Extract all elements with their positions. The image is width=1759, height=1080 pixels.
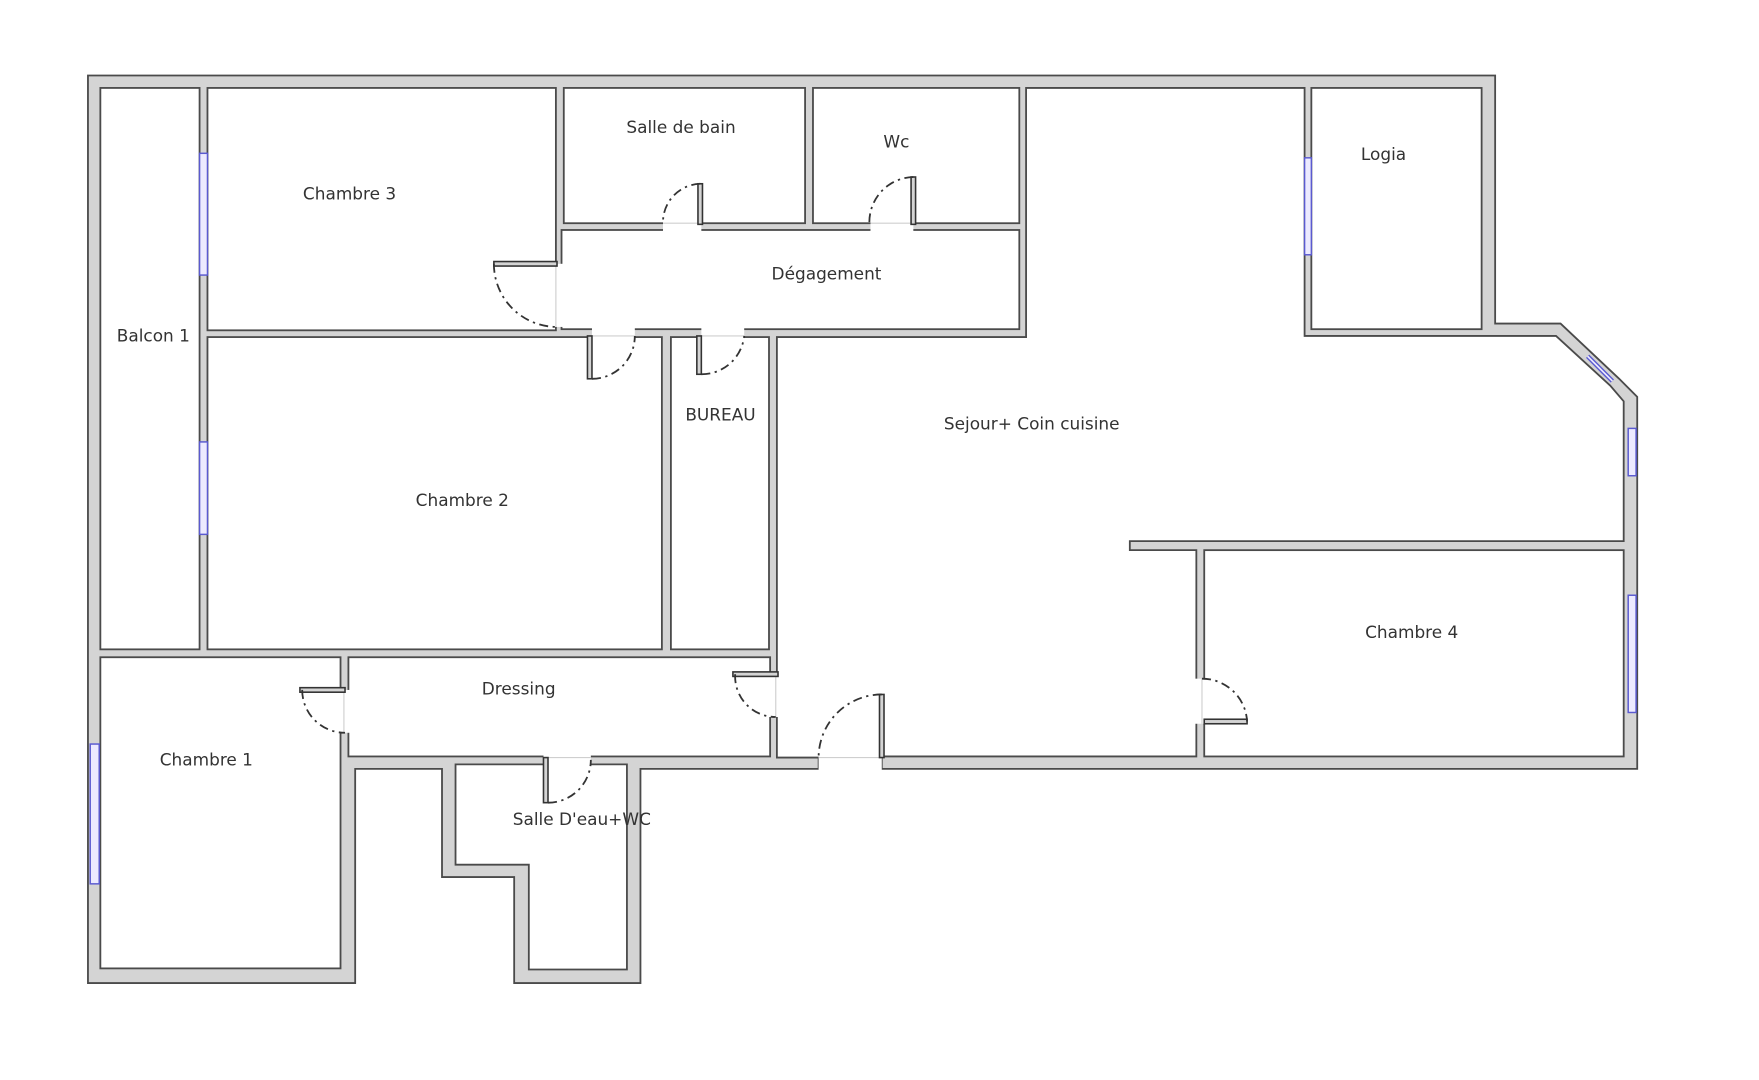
label-salle-deau-wc: Salle D'eau+WC [513,809,651,829]
label-balcon-1: Balcon 1 [117,326,190,346]
label-chambre-2: Chambre 2 [416,490,509,510]
label-sejour-coin-cuisine: Sejour+ Coin cuisine [944,414,1120,434]
label-chambre-3: Chambre 3 [303,184,396,204]
label-salle-de-bain: Salle de bain [626,117,735,137]
label-logia: Logia [1361,144,1406,164]
windows [89,152,1637,885]
label-degagement: Dégagement [772,264,882,284]
room-labels: Balcon 1 Chambre 3 Salle de bain Wc Déga… [117,117,1459,829]
door-openings [338,218,1207,772]
label-dressing: Dressing [482,678,556,698]
label-chambre-1: Chambre 1 [160,749,253,769]
label-chambre-4: Chambre 4 [1365,622,1458,642]
label-bureau: BUREAU [685,405,755,425]
room-voids [99,87,1625,971]
label-wc: Wc [883,132,909,152]
doors [299,176,1248,804]
